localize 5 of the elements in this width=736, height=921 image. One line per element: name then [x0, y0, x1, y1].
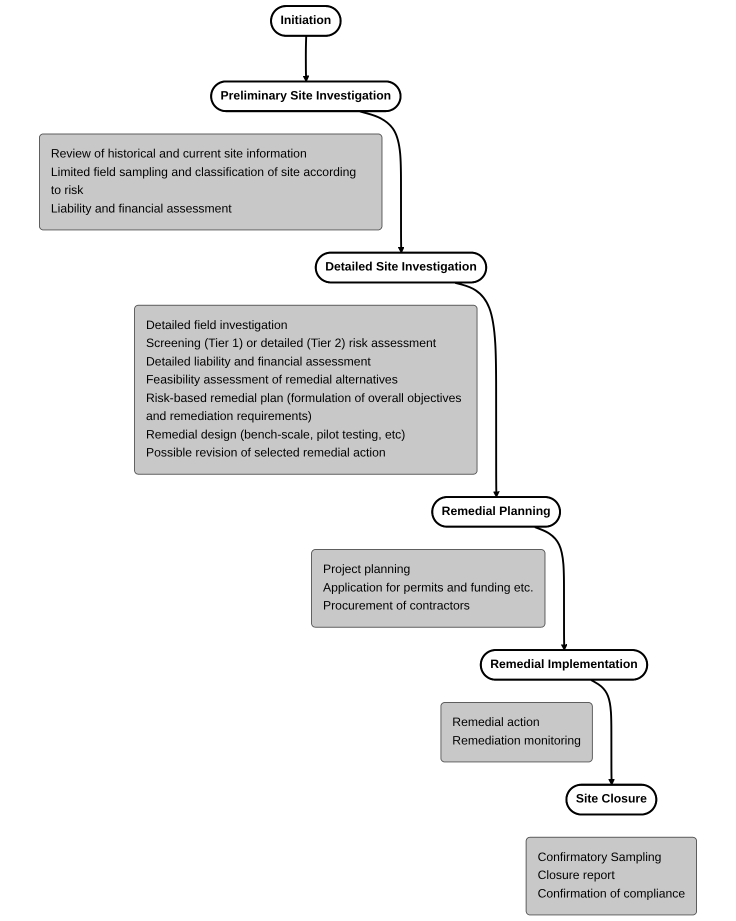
arrow	[534, 526, 568, 651]
arrow	[454, 282, 500, 498]
arrow	[302, 36, 310, 82]
arrow	[360, 110, 405, 254]
arrow	[590, 679, 615, 786]
